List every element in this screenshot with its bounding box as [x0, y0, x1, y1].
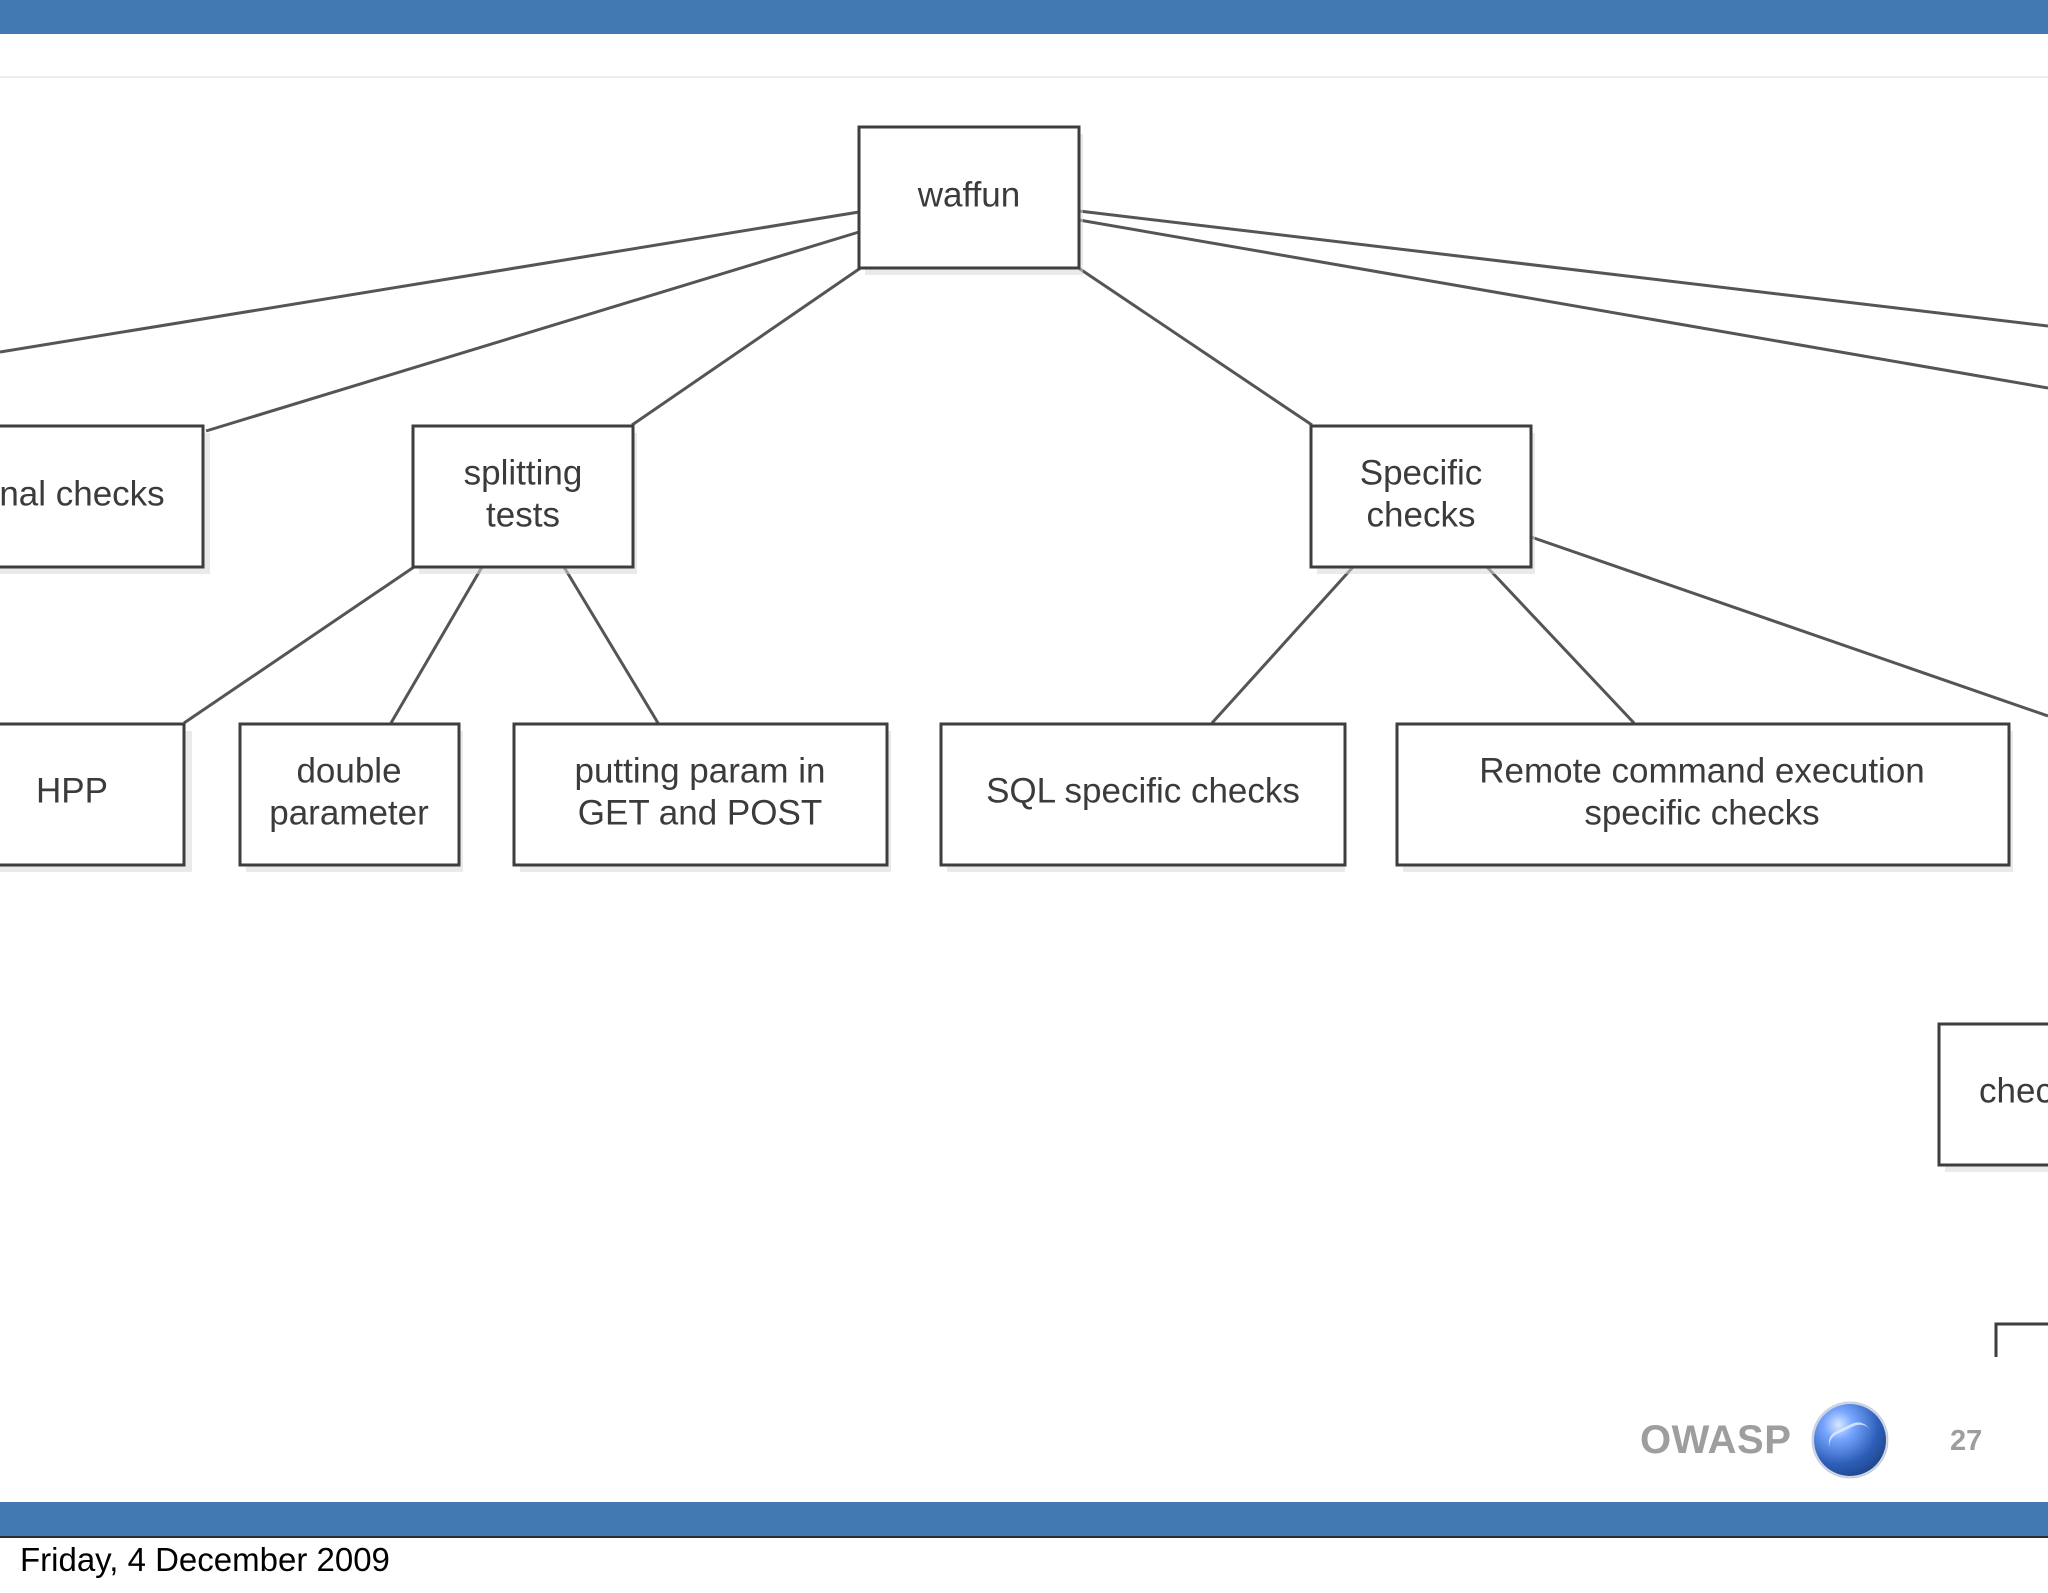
edge-splitting-to-double	[389, 566, 484, 724]
node-partial-right: chec	[1937, 1022, 2048, 1172]
node-specific-label-line-1: Specific	[1360, 453, 1483, 492]
node-partial-left-label-line-1: nal checks	[0, 474, 165, 513]
globe-icon	[1812, 1402, 1888, 1478]
node-root-label-line-1: waffun	[917, 175, 1021, 214]
top-divider-line	[0, 76, 2048, 78]
edge-root-to-offscreen-right-1	[1078, 209, 2048, 328]
edge-root-to-offscreen-left-1	[0, 210, 860, 354]
node-splitting-label-line-1: splitting	[464, 453, 583, 492]
footer-date: Friday, 4 December 2009	[20, 1541, 390, 1578]
node-putting-label-line-1: putting param in	[575, 751, 826, 790]
edge-specific-to-remote	[1485, 565, 1636, 725]
top-blue-bar	[0, 0, 2048, 34]
bottom-blue-bar	[0, 1502, 2048, 1536]
edge-root-to-partial-left	[205, 230, 860, 433]
node-putting-label-line-2: GET and POST	[578, 793, 822, 832]
edge-splitting-to-putting	[562, 566, 660, 724]
node-splitting-tests: splitting tests	[411, 424, 637, 574]
edge-root-to-specific	[1076, 265, 1313, 427]
node-sql-specific: SQL specific checks	[939, 722, 1347, 872]
offscreen-node-stub	[1994, 1322, 2048, 1365]
node-remote-label-line-1: Remote command execution	[1479, 751, 1925, 790]
node-splitting-label-line-2: tests	[486, 495, 560, 534]
edge-specific-to-sql	[1210, 565, 1355, 725]
node-remote-label-line-2: specific checks	[1584, 793, 1819, 832]
owasp-wordmark: OWASP	[1640, 1418, 1792, 1462]
node-double-label-line-1: double	[296, 751, 401, 790]
node-partial-right-label-line-1: chec	[1979, 1071, 2048, 1110]
node-sql-label-line-1: SQL specific checks	[986, 771, 1300, 810]
diagram-nodes: waffun nal checks splitting tests Specif…	[0, 125, 2048, 1365]
node-root: waffun	[857, 125, 1083, 275]
node-specific-checks: Specific checks	[1309, 424, 1535, 574]
bottom-dark-line	[0, 1536, 2048, 1538]
node-putting-param: putting param in GET and POST	[512, 722, 891, 872]
node-double-label-line-2: parameter	[269, 793, 429, 832]
node-hpp: HPP	[0, 722, 192, 872]
node-specific-label-line-2: checks	[1367, 495, 1476, 534]
node-hpp-label-line-1: HPP	[36, 771, 108, 810]
page-number: 27	[1950, 1425, 1983, 1457]
edge-specific-to-offscreen-right	[1530, 535, 2048, 718]
diagram-edges	[0, 209, 2048, 725]
edge-root-to-offscreen-right-2	[1078, 218, 2048, 390]
edge-splitting-to-hpp	[183, 565, 415, 725]
edge-root-to-splitting	[631, 265, 863, 427]
node-remote-command: Remote command execution specific checks	[1395, 722, 2013, 872]
node-partial-left: nal checks	[0, 424, 210, 574]
node-double-parameter: double parameter	[238, 722, 463, 872]
